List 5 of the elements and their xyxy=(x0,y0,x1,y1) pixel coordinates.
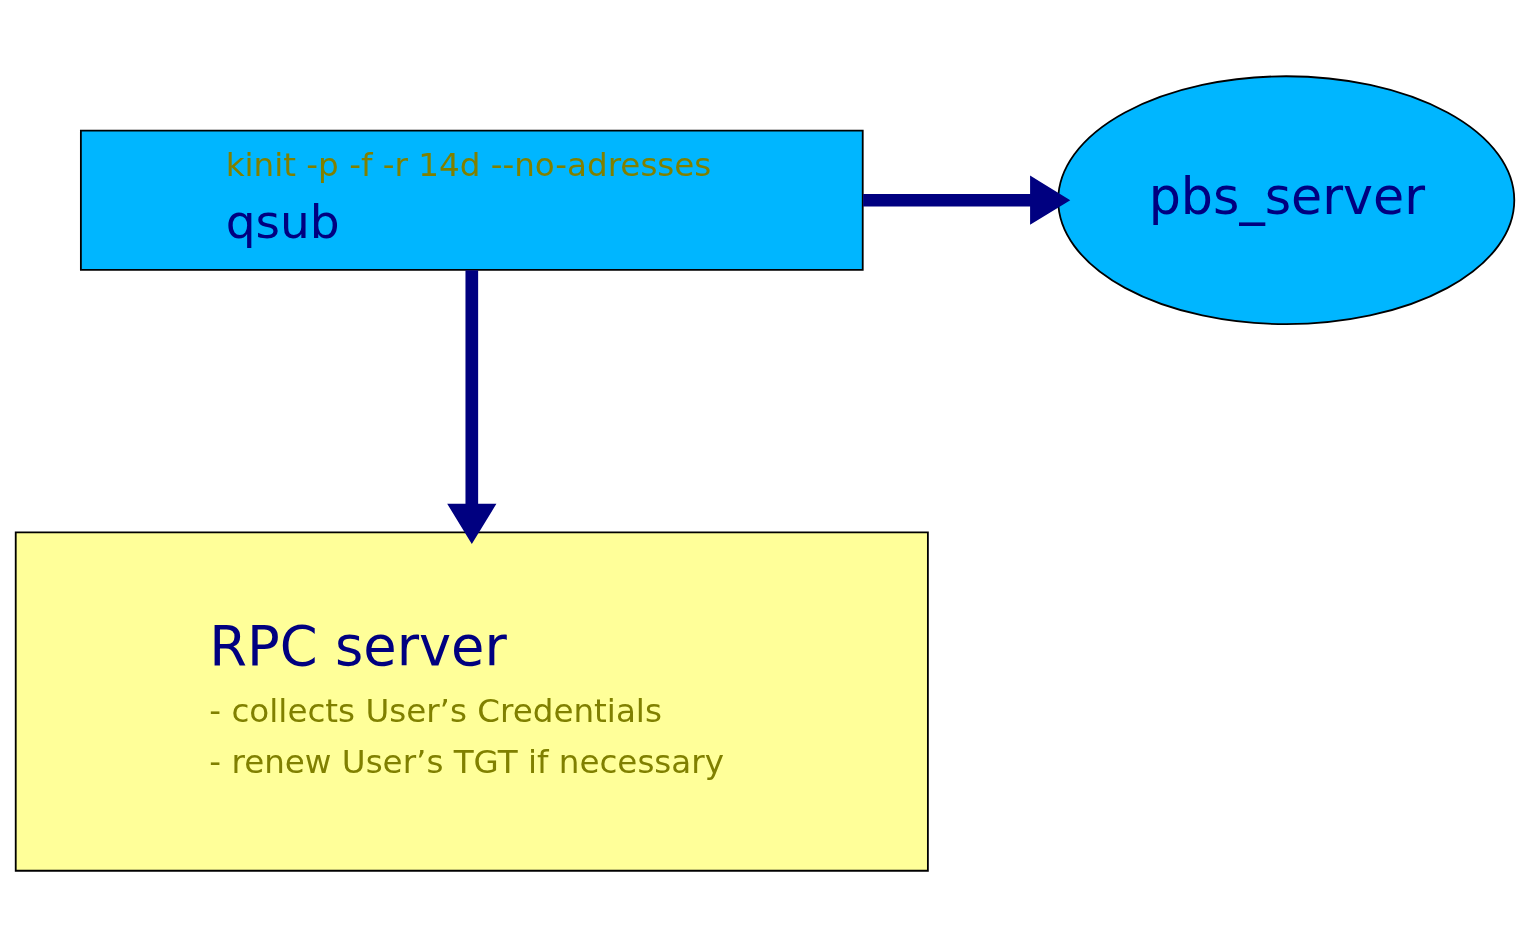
node-box: RPC server - collects User’s Credentials - renew User’s TGT if necessary xyxy=(14,530,929,872)
arrow xyxy=(447,269,497,544)
node-box: kinit -p -f -r 14d --no-adresses qsub xyxy=(79,129,864,271)
node-ellipse: pbs_server xyxy=(1057,74,1516,325)
arrow xyxy=(863,175,1071,225)
